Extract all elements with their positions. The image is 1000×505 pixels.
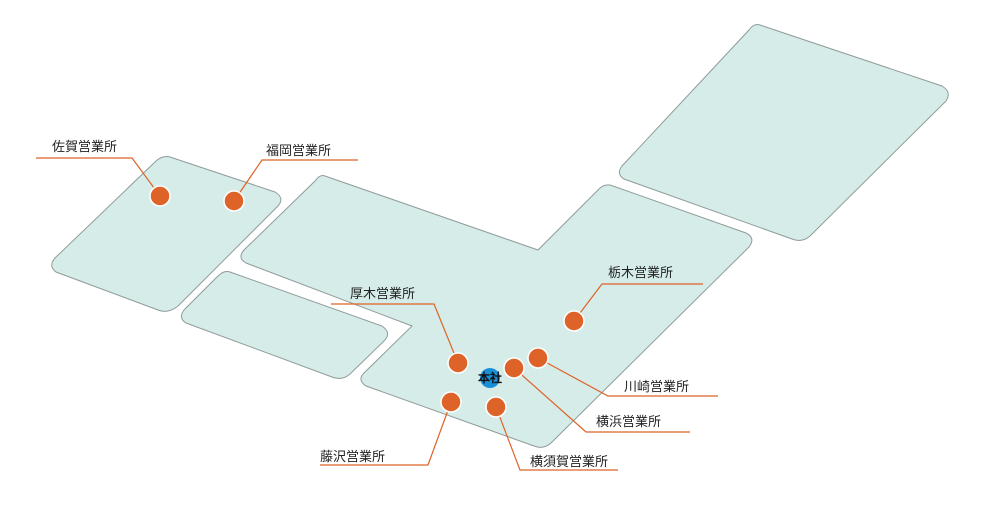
leader-line-kawasaki (537, 357, 718, 397)
region-shikoku (180, 271, 388, 379)
office-label-fujisawa: 藤沢営業所 (320, 449, 385, 465)
headquarters-label: 本社 (478, 370, 502, 385)
office-marker-saga[interactable] (149, 185, 171, 207)
office-label-kawasaki: 川崎営業所 (624, 379, 689, 395)
office-marker-yokohama[interactable] (503, 357, 525, 379)
leader-line-tochigi (573, 283, 703, 322)
leader-line-saga (36, 157, 161, 197)
office-marker-kawasaki[interactable] (527, 347, 549, 369)
region-hokkaido (618, 24, 949, 241)
leader-lines (36, 157, 718, 471)
office-label-yokohama: 横浜営業所 (596, 414, 661, 430)
office-label-fukuoka: 福岡営業所 (266, 143, 331, 159)
leader-line-yokohama (513, 367, 690, 433)
office-label-atsugi: 厚木営業所 (350, 286, 415, 302)
leader-line-fujisawa (320, 401, 452, 466)
office-marker-fukuoka[interactable] (223, 190, 245, 212)
headquarters-dot (480, 368, 500, 388)
office-labels: 佐賀営業所 福岡営業所 厚木営業所 栃木営業所 川崎営業所 横浜営業所 横須賀営… (52, 139, 689, 470)
headquarters-marker[interactable]: 本社 (478, 368, 502, 388)
leader-line-fukuoka (233, 159, 358, 202)
office-marker-yokosuka[interactable] (485, 396, 507, 418)
office-marker-tochigi[interactable] (563, 310, 585, 332)
region-honshu (240, 175, 753, 448)
office-label-saga: 佐賀営業所 (52, 139, 117, 155)
office-label-yokosuka: 横須賀営業所 (530, 454, 608, 470)
office-markers (149, 185, 585, 418)
leader-line-atsugi (331, 303, 459, 364)
office-marker-atsugi[interactable] (447, 352, 469, 374)
region-kyushu (51, 156, 282, 312)
office-label-tochigi: 栃木営業所 (608, 265, 673, 281)
office-marker-fujisawa[interactable] (440, 391, 462, 413)
land-regions (51, 24, 949, 448)
leader-line-yokosuka (495, 406, 618, 471)
